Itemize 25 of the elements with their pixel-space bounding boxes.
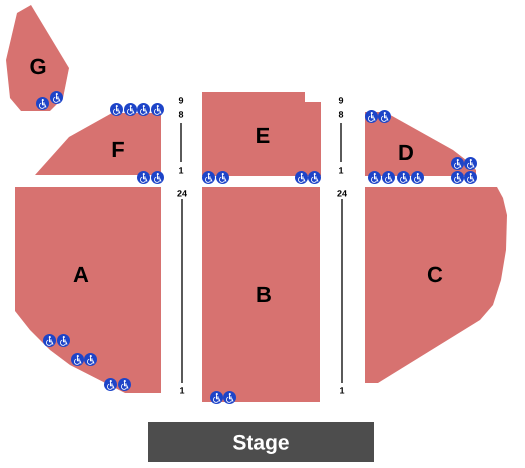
- section-letter: G: [29, 56, 47, 78]
- seating-section: [202, 187, 320, 402]
- row-number: 1: [178, 166, 184, 176]
- seating-section: [6, 5, 69, 111]
- stage-label: Stage: [232, 432, 290, 454]
- row-number: 24: [177, 190, 187, 198]
- seating-section: [365, 187, 507, 383]
- seating-section: [202, 92, 321, 176]
- section-letter: F: [111, 139, 125, 161]
- section-letter: D: [398, 142, 414, 164]
- row-number: 24: [337, 190, 347, 198]
- seating-section: [35, 113, 161, 175]
- section-letter: E: [256, 125, 270, 147]
- row-number: 9: [338, 96, 344, 106]
- row-number: 8: [178, 110, 184, 120]
- stage-area: [148, 422, 374, 462]
- row-number: 1: [338, 166, 344, 176]
- row-number: 8: [338, 110, 344, 120]
- row-number: 1: [340, 386, 344, 396]
- row-number: 1: [180, 386, 184, 396]
- row-number: 9: [178, 96, 184, 106]
- section-letter: C: [427, 264, 443, 286]
- section-letter: A: [73, 264, 89, 286]
- seating-section: [15, 187, 161, 393]
- section-letter: B: [256, 284, 272, 306]
